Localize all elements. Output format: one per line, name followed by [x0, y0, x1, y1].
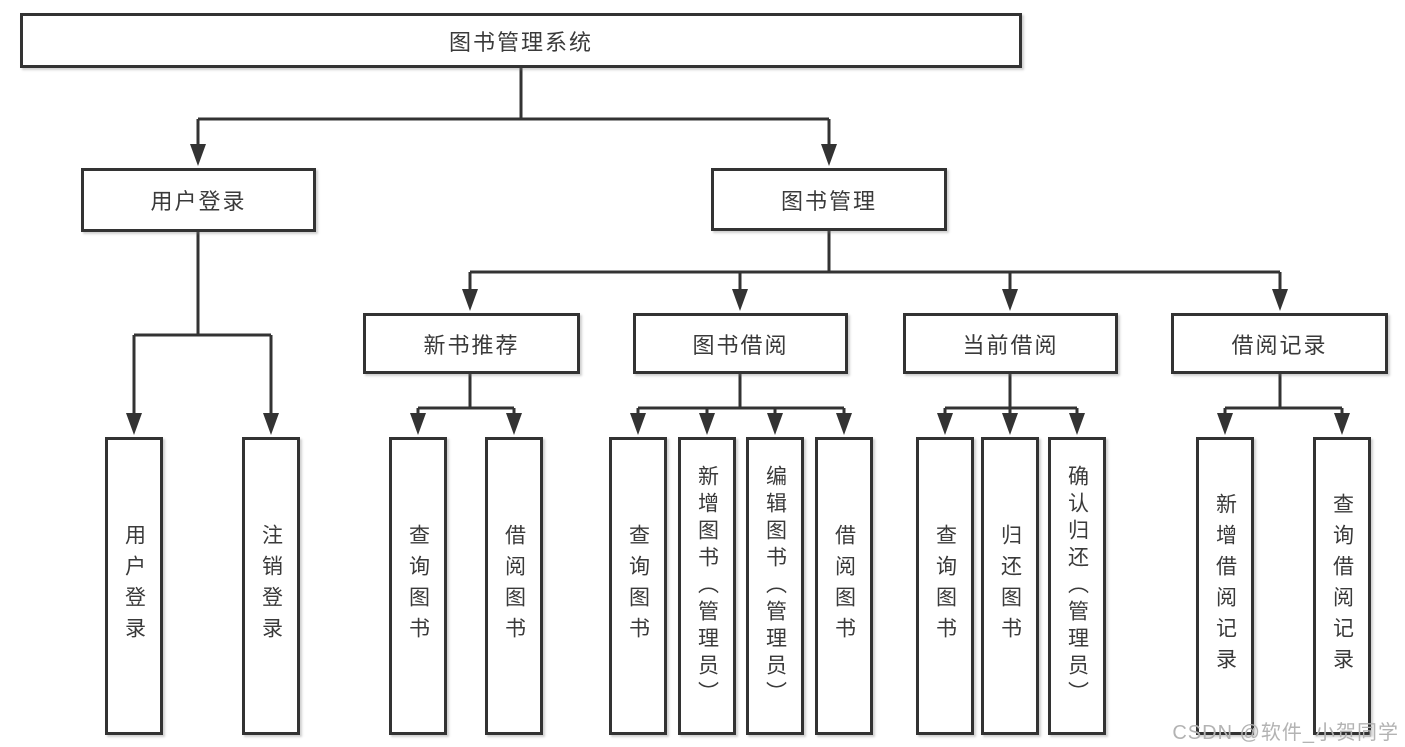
node-label: 归还图书	[998, 524, 1022, 648]
leaf-user-login: 用户登录	[105, 437, 163, 735]
csdn-watermark: CSDN @软件_小贺同学	[1172, 722, 1399, 744]
node-new-book-recommendation: 新书推荐	[363, 313, 580, 374]
leaf-query-borrow-record: 查询借阅记录	[1313, 437, 1371, 735]
node-label: 新书推荐	[423, 332, 520, 358]
node-label: 用户登录	[150, 189, 247, 214]
node-label: 新增借阅记录	[1213, 493, 1237, 679]
leaf-edit-book-admin: 编辑图书（管理员）	[746, 437, 804, 735]
node-label: 查询图书	[626, 524, 650, 648]
node-label: 查询图书	[933, 524, 957, 648]
leaf-query-books-3: 查询图书	[916, 437, 974, 735]
node-label: 用户登录	[122, 524, 146, 648]
node-label: 查询图书	[406, 524, 430, 648]
node-label: 查询借阅记录	[1330, 493, 1354, 679]
node-borrowing-records: 借阅记录	[1171, 313, 1388, 374]
node-current-borrowing: 当前借阅	[903, 313, 1118, 374]
node-label: 图书管理	[780, 188, 877, 214]
node-user-login-group: 用户登录	[81, 168, 316, 232]
tree-edges	[132, 68, 1344, 416]
node-label: 图书管理系统	[448, 29, 593, 55]
node-label: 借阅图书	[832, 524, 856, 648]
node-book-borrowing: 图书借阅	[633, 313, 848, 374]
leaf-add-book-admin: 新增图书（管理员）	[678, 437, 736, 735]
node-library-management-system: 图书管理系统	[20, 13, 1022, 68]
leaf-logout: 注销登录	[242, 437, 300, 735]
node-label: 借阅图书	[502, 524, 526, 648]
node-label: 当前借阅	[962, 332, 1059, 358]
node-label: 借阅记录	[1231, 332, 1328, 358]
leaf-return-book: 归还图书	[981, 437, 1039, 735]
arrowheads	[126, 144, 1350, 435]
node-label: 图书借阅	[692, 332, 789, 358]
leaf-query-books-1: 查询图书	[389, 437, 447, 735]
node-label: 注销登录	[259, 524, 283, 648]
leaf-confirm-return-admin: 确认归还（管理员）	[1048, 437, 1106, 735]
node-label: 确认归还（管理员）	[1065, 464, 1089, 708]
leaf-add-borrow-record: 新增借阅记录	[1196, 437, 1254, 735]
node-label: 新增图书（管理员）	[695, 464, 719, 708]
node-label: 编辑图书（管理员）	[763, 464, 787, 708]
leaf-query-books-2: 查询图书	[609, 437, 667, 735]
node-book-management: 图书管理	[711, 168, 947, 231]
leaf-borrow-books-2: 借阅图书	[815, 437, 873, 735]
leaf-borrow-books-1: 借阅图书	[485, 437, 543, 735]
